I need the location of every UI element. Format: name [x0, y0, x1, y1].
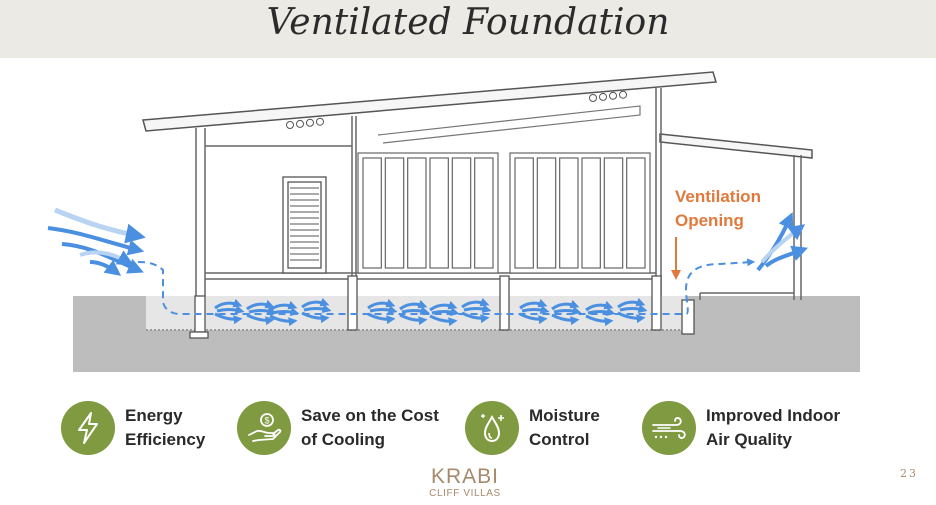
water-drop-icon: [465, 401, 519, 455]
roof-vent: [619, 90, 627, 99]
feature-label: Air Quality: [706, 430, 792, 449]
feature-label: Save on the Cost: [301, 406, 439, 425]
brand-logo: KRABI CLIFF VILLAS: [380, 466, 550, 500]
ventilation-opening-label: Ventilation Opening: [675, 185, 761, 233]
outgoing-wind: [756, 212, 808, 272]
logo-main: KRABI: [430, 465, 500, 488]
door-panel: [626, 157, 646, 269]
sliding-doors: [357, 152, 651, 274]
page-number: 23: [900, 467, 918, 480]
incoming-wind: [47, 207, 146, 276]
feature-label: Improved Indoor: [706, 406, 841, 425]
wind-icon: [642, 401, 696, 455]
door-panel: [429, 157, 449, 269]
door-panel: [384, 157, 405, 269]
header-bar: [0, 0, 936, 58]
door-panel: [536, 157, 557, 269]
roof: [142, 71, 717, 132]
hand-coin-icon: $: [237, 401, 291, 455]
feature-label: of Cooling: [301, 430, 386, 449]
roof-vent: [296, 119, 304, 128]
roof-vent: [589, 94, 597, 102]
feature-save-cooling: $ Save on the Cost of Cooling: [237, 400, 439, 456]
door-panel: [603, 157, 624, 269]
door-panel: [514, 157, 534, 269]
roof-vent: [599, 92, 607, 101]
feature-label: Efficiency: [125, 430, 206, 449]
house-section-diagram: [47, 71, 860, 372]
callout-line: Opening: [675, 211, 744, 230]
page-title: Ventilated Foundation: [266, 2, 670, 43]
door-panel: [407, 157, 427, 269]
louvered-window: [282, 176, 327, 274]
roof-vent: [286, 121, 294, 129]
door-panel: [362, 157, 382, 269]
svg-text:$: $: [264, 416, 269, 426]
airflow-path: [137, 258, 756, 315]
door-panel: [474, 157, 494, 269]
door-panel: [559, 157, 579, 269]
door-panel: [451, 157, 472, 269]
door-panel: [581, 157, 601, 269]
roof-vent: [609, 91, 617, 100]
roof-vent: [316, 117, 324, 126]
feature-label: Control: [529, 430, 590, 449]
feature-label: Moisture: [529, 406, 600, 425]
lightning-icon: [61, 401, 115, 455]
side-roof: [659, 133, 813, 159]
callout-line: Ventilation: [675, 187, 761, 206]
feature-label: Energy: [125, 406, 183, 425]
logo-sub: CLIFF VILLAS: [429, 488, 501, 499]
roof-vent: [306, 118, 314, 127]
